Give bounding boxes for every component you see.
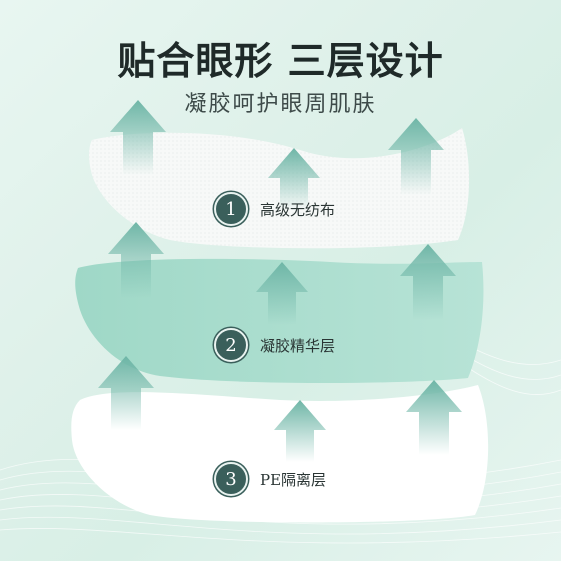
layer-3-label: PE隔离层 xyxy=(260,470,327,489)
up-arrow-icon xyxy=(98,356,154,430)
up-arrow-icon xyxy=(406,380,462,455)
heading: 贴合眼形 三层设计 xyxy=(117,38,444,83)
up-arrow-icon xyxy=(388,118,444,195)
up-arrow-icon xyxy=(110,100,166,175)
pe-layer-shape xyxy=(71,385,489,523)
up-arrow-icon xyxy=(274,400,326,462)
subheading: 凝胶呵护眼周肌肤 xyxy=(184,92,377,117)
fabric-layer-shape xyxy=(89,128,470,249)
up-arrow-icon xyxy=(108,222,164,298)
layer-2-badge: 2 凝胶精华层 xyxy=(214,328,335,362)
up-arrow-icon-group xyxy=(98,100,462,462)
layer-3-badge: 3 PE隔离层 xyxy=(214,462,326,496)
up-arrow-icon xyxy=(256,262,308,325)
layer-1-label: 高级无纺布 xyxy=(260,200,336,219)
up-arrow-icon xyxy=(400,244,456,320)
layer-2-label: 凝胶精华层 xyxy=(260,336,336,355)
up-arrow-icon xyxy=(268,148,320,210)
layer-1-number: 1 xyxy=(214,192,248,226)
layer-1-badge: 1 高级无纺布 xyxy=(214,192,335,226)
layer-2-number: 2 xyxy=(214,328,248,362)
layer-3-number: 3 xyxy=(214,462,248,496)
